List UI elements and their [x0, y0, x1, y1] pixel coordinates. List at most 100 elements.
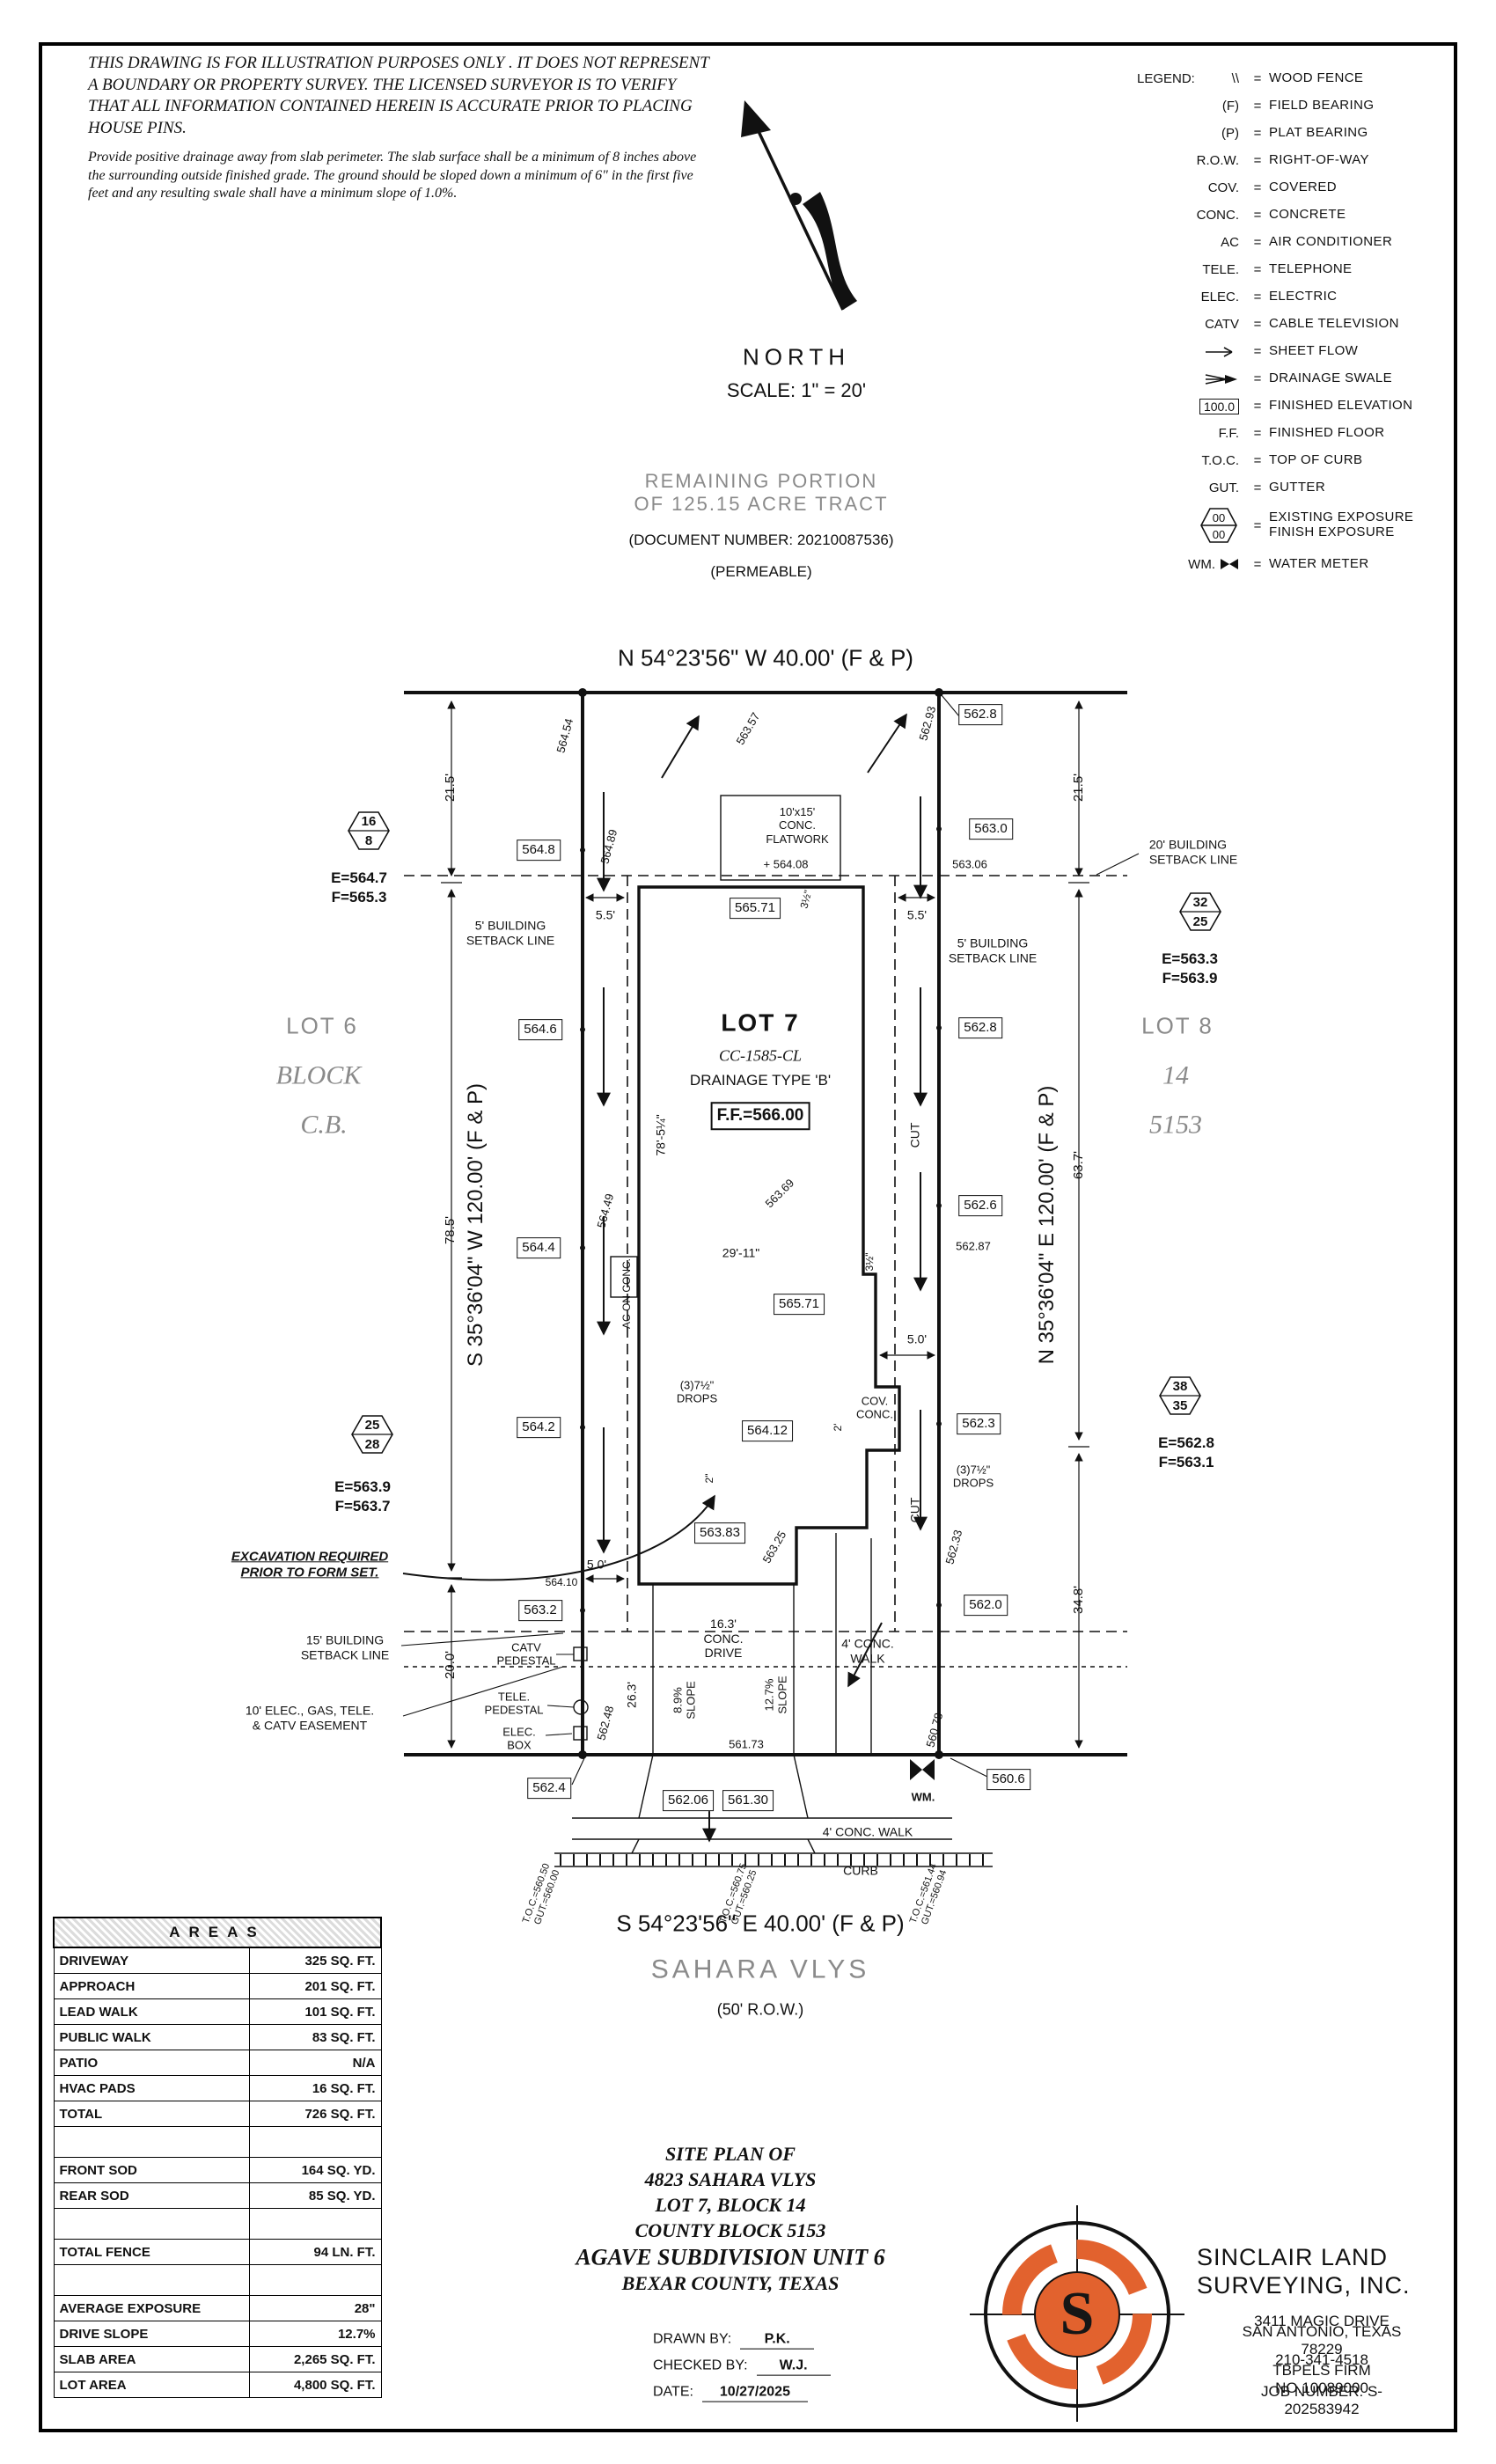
curb — [554, 1852, 993, 1867]
elev-565-71-b: 565.71 — [774, 1294, 825, 1315]
area-label — [53, 2126, 250, 2158]
hex2-existing: 32 — [1192, 895, 1208, 911]
equals: = — [1253, 262, 1262, 277]
elec-symbol: ELEC. — [1200, 290, 1239, 304]
drainage-arrows — [597, 713, 928, 1843]
legend-row-ac: AC = AIR CONDITIONER — [1144, 229, 1471, 256]
boundary-corner-markers — [578, 688, 943, 1759]
legend-row-finished-elevation: 100.0 = FINISHED ELEVATION — [1144, 392, 1471, 420]
hex4-f-value: F=563.1 — [1158, 1453, 1214, 1470]
utility-symbols — [573, 1646, 589, 1741]
equals: = — [1253, 426, 1262, 441]
legend-row-toc: T.O.C. = TOP OF CURB — [1144, 447, 1471, 474]
drive-slope-8-9: 8.9% SLOPE — [671, 1681, 698, 1720]
disclaimer-title: THIS DRAWING IS FOR ILLUSTRATION PURPOSE… — [88, 54, 709, 138]
area-label: PUBLIC WALK — [53, 2024, 250, 2050]
elev-564-10: 564.10 — [545, 1575, 578, 1588]
legend-label: DRAINAGE SWALE — [1269, 370, 1393, 386]
area-label: TOTAL — [53, 2101, 250, 2127]
equals: = — [1253, 290, 1262, 304]
table-row-spacer — [53, 2126, 382, 2158]
elev-562-06: 562.06 — [663, 1790, 714, 1811]
area-label: DRIVE SLOPE — [53, 2321, 250, 2347]
dim-2ft: 2' — [831, 1423, 844, 1432]
scale-label: SCALE: 1" = 20' — [726, 379, 867, 402]
area-label: APPROACH — [53, 1973, 250, 1999]
date-label: DATE: — [653, 2384, 693, 2400]
document-number: (DOCUMENT NUMBER: 20210087536) — [628, 531, 894, 548]
exposure-hexagons — [348, 811, 1221, 1454]
drawn-by-value: P.K. — [740, 2332, 815, 2350]
north-arrow-icon — [741, 100, 857, 311]
drawn-by-label: DRAWN BY: — [653, 2331, 732, 2347]
equals: = — [1253, 153, 1262, 168]
elev-563-06: 563.06 — [952, 857, 987, 871]
elev-562-8-top: 562.8 — [958, 704, 1002, 725]
legend-label: GUTTER — [1269, 480, 1326, 495]
drainage-swale-icon — [1144, 372, 1246, 386]
dim-21-5-left: 21.5' — [443, 773, 458, 803]
dim-26-3: 26.3' — [624, 1682, 639, 1708]
elev-564-12: 564.12 — [742, 1420, 793, 1441]
water-meter-icon — [910, 1759, 935, 1780]
legend-row-row: R.O.W. = RIGHT-OF-WAY — [1144, 147, 1471, 174]
legend-label: CONCRETE — [1269, 207, 1346, 223]
field-bearing-symbol: (F) — [1221, 99, 1239, 114]
drive-label: 16.3' CONC. DRIVE — [703, 1617, 744, 1661]
legend-row-ff: F.F. = FINISHED FLOOR — [1144, 420, 1471, 447]
bearing-right: N 35°36'04" E 120.00' (F & P) — [1034, 1085, 1059, 1365]
hex1-e-value: E=564.7 — [331, 869, 387, 886]
elev-561-73: 561.73 — [729, 1737, 764, 1751]
setback-15-label: 15' BUILDING SETBACK LINE — [300, 1632, 390, 1661]
legend-label: FINISHED ELEVATION — [1269, 398, 1413, 414]
lot8-block: 14 — [1162, 1060, 1189, 1090]
elev-564-8: 564.8 — [517, 840, 561, 861]
legend-label: TELEPHONE — [1269, 261, 1353, 277]
water-meter-bowtie-icon — [1221, 559, 1238, 569]
company-address-2: SAN ANTONIO, TEXAS 78229 — [1242, 2322, 1402, 2358]
checked-by-label: CHECKED BY: — [653, 2358, 748, 2373]
area-value: 94 LN. FT. — [248, 2239, 382, 2265]
dim-5-0-left: 5.0' — [586, 1557, 607, 1572]
drops-right-label: (3)7½" DROPS — [952, 1463, 994, 1490]
area-value: 164 SQ. YD. — [248, 2157, 382, 2183]
flatwork-elevation: + 564.08 — [763, 857, 809, 871]
hex1-existing: 16 — [361, 814, 377, 830]
elev-564-4: 564.4 — [517, 1237, 561, 1258]
hex2-f-value: F=563.9 — [1162, 969, 1218, 986]
bearing-top: N 54°23'56" W 40.00' (F & P) — [618, 644, 913, 671]
legend-row-tele: TELE. = TELEPHONE — [1144, 256, 1471, 283]
drawn-by-row: DRAWN BY: P.K. — [653, 2315, 815, 2350]
company-address-1: 3411 MAGIC DRIVE — [1254, 2312, 1390, 2329]
lot7-label: LOT 7 — [721, 1008, 800, 1037]
legend-row-sheet-flow: = SHEET FLOW — [1144, 338, 1471, 365]
legend-row-gut: GUT. = GUTTER — [1144, 474, 1471, 502]
area-value — [248, 2126, 382, 2158]
legend-row-wood-fence: \\ = WOOD FENCE — [1144, 65, 1471, 92]
exposure-bottom-value: 00 — [1213, 528, 1225, 541]
equals: = — [1253, 399, 1262, 414]
lot6-label: LOT 6 — [286, 1012, 358, 1039]
exposure-top-value: 00 — [1213, 511, 1225, 524]
legend-label: EXISTING EXPOSURE FINISH EXPOSURE — [1269, 510, 1414, 539]
legend-label: ELECTRIC — [1269, 289, 1338, 304]
drops-left-label: (3)7½" DROPS — [676, 1378, 718, 1405]
covered-concrete-label: COV. CONC. — [856, 1394, 893, 1421]
tele-pedestal-label: TELE. PEDESTAL — [484, 1690, 544, 1717]
cut-label-2: CUT — [907, 1497, 922, 1523]
area-value: 2,265 SQ. FT. — [248, 2346, 382, 2372]
title-line-1: SITE PLAN OF — [665, 2143, 796, 2166]
table-row-spacer — [53, 2264, 382, 2296]
permeable-label: (PERMEABLE) — [710, 562, 812, 580]
company-name-2: SURVEYING, INC. — [1197, 2272, 1411, 2299]
area-label: PATIO — [53, 2050, 250, 2076]
elev-564-2: 564.2 — [517, 1417, 561, 1438]
equals: = — [1253, 480, 1262, 495]
